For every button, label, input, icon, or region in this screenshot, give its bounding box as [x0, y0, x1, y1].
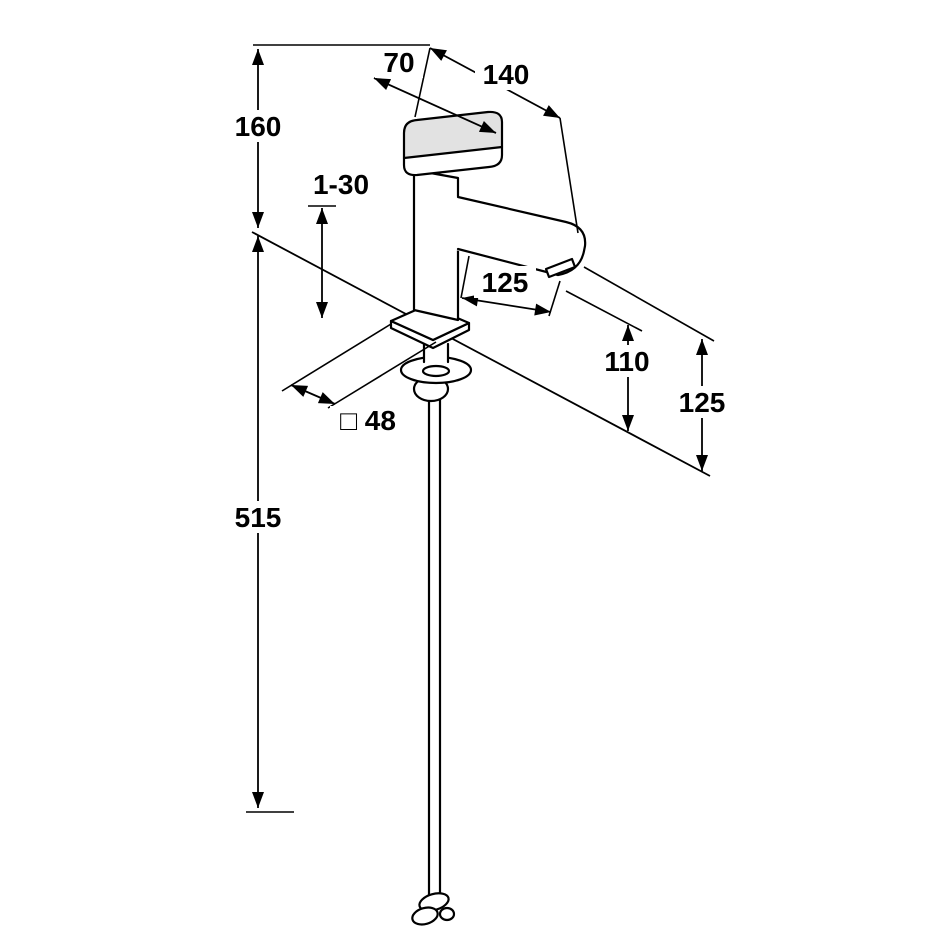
label-515: 515	[226, 501, 290, 533]
ext-sq48-lower	[327, 341, 437, 409]
label-1-30: 1-30	[303, 168, 379, 200]
ext-sq48-upper	[281, 323, 392, 392]
dim-label-1-30: 1-30	[313, 169, 369, 200]
ext-125-right-top	[583, 266, 715, 342]
dim-label-140: 140	[483, 59, 530, 90]
label-reach-125-bg	[474, 266, 536, 298]
dim-line-reach-125	[461, 294, 552, 316]
dim-label-110: 110	[604, 346, 649, 377]
escutcheon-hole	[421, 364, 451, 378]
faucet-body	[412, 168, 460, 322]
dim-label-70: 70	[383, 47, 414, 78]
hose-fitting-lower	[411, 906, 439, 926]
label-140: 140	[475, 58, 537, 90]
dim-label-515: 515	[235, 502, 282, 533]
handle-seam	[402, 145, 504, 160]
label-1-30-bg	[303, 168, 379, 200]
label-160-bg	[226, 110, 290, 142]
deck-reference	[251, 231, 711, 477]
label-110: 110	[596, 345, 658, 377]
label-sq48: □ 48	[330, 405, 406, 436]
label-sq48-bg	[330, 406, 406, 436]
ext-reach-right	[548, 280, 561, 317]
dim-line-70	[373, 77, 497, 134]
dim-label-reach-125: 125	[482, 267, 529, 298]
spout-aerator	[544, 257, 577, 279]
faucet	[389, 110, 587, 926]
label-110-bg	[596, 345, 658, 377]
hose-fitting-nut	[438, 906, 456, 922]
dim-line-sq48	[290, 384, 336, 405]
label-160: 160	[226, 110, 290, 142]
ext-140-right	[559, 117, 579, 234]
ext-110-top	[565, 290, 643, 332]
dim-label-sq48: □ 48	[340, 405, 396, 436]
dim-label-160: 160	[235, 111, 282, 142]
label-70-bg	[375, 46, 423, 78]
dimension-labels: 70 140 160 1-30 125 110 125 □ 48	[226, 46, 733, 533]
spout-fill	[455, 196, 586, 275]
label-125-right: 125	[671, 386, 733, 418]
spout-outline	[456, 195, 587, 277]
label-125-right-bg	[671, 386, 733, 418]
label-70: 70	[375, 46, 423, 78]
shank-fill	[424, 344, 448, 362]
label-reach-125: 125	[474, 266, 536, 298]
label-140-bg	[475, 58, 537, 90]
dim-label-125-right: 125	[679, 387, 726, 418]
deck-line	[251, 231, 711, 477]
label-515-bg	[226, 501, 290, 533]
ext-reach-left	[460, 255, 470, 299]
